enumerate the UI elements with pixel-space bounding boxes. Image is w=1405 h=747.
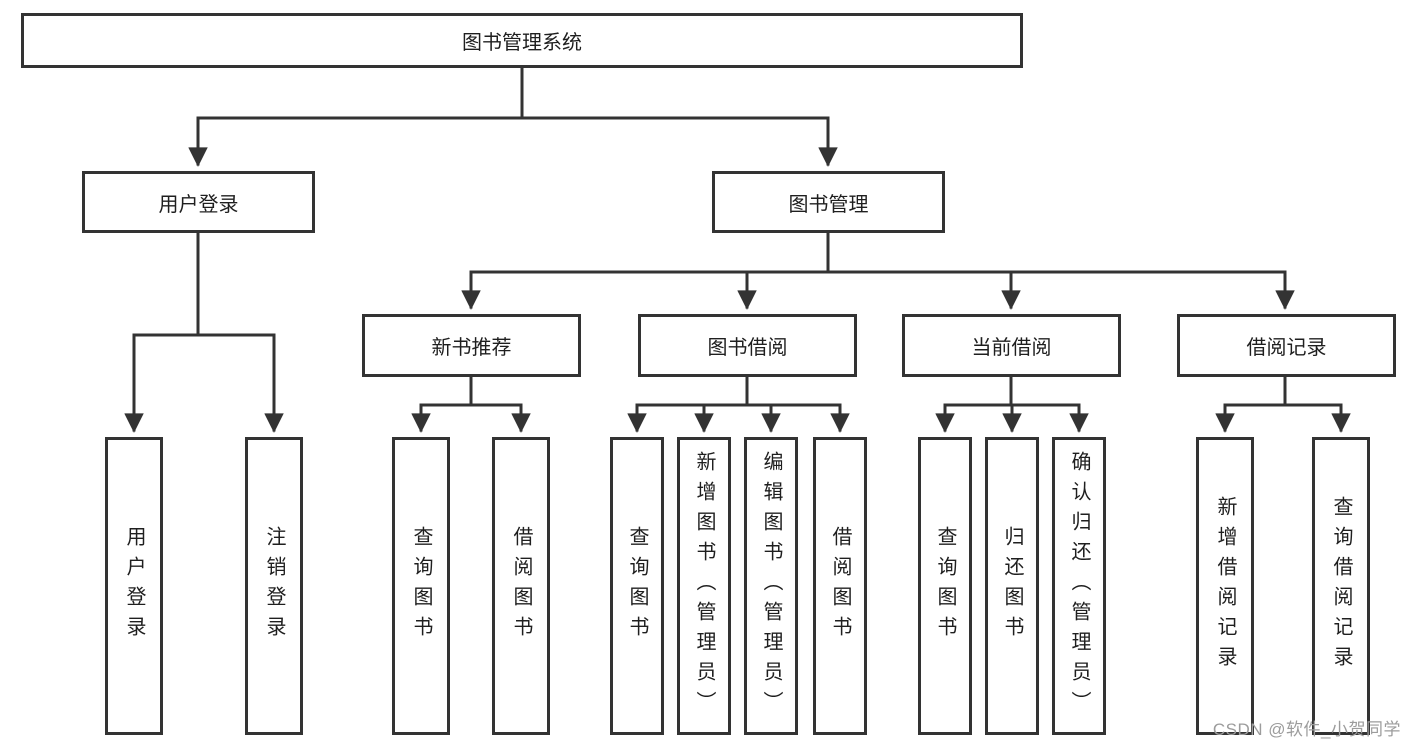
node-book-borrowing: 图书借阅 xyxy=(638,314,857,377)
leaf-borrow-books-recommend: 借阅图书 xyxy=(492,437,550,735)
leaf-query-borrow-record-label: 查询借阅记录 xyxy=(1330,496,1352,676)
connector-user-login-to-leaves xyxy=(124,231,284,433)
connector-current-borrowing-to-leaves xyxy=(935,375,1089,433)
connector-borrowing-records-to-leaves xyxy=(1215,375,1351,433)
leaf-return-books-label: 归还图书 xyxy=(1001,526,1023,646)
leaf-confirm-return-admin: 确认归还（管理员） xyxy=(1052,437,1106,735)
leaf-add-books-admin: 新增图书（管理员） xyxy=(677,437,731,735)
node-library-management-system: 图书管理系统 xyxy=(21,13,1023,68)
leaf-return-books: 归还图书 xyxy=(985,437,1039,735)
leaf-query-books-recommend: 查询图书 xyxy=(392,437,450,735)
connector-book-management-to-level2 xyxy=(461,231,1295,310)
leaf-confirm-return-admin-label: 确认归还（管理员） xyxy=(1068,451,1090,721)
connector-new-book-recommend-to-leaves xyxy=(411,375,531,433)
leaf-user-login: 用户登录 xyxy=(105,437,163,735)
leaf-logout: 注销登录 xyxy=(245,437,303,735)
node-book-borrowing-label: 图书借阅 xyxy=(707,337,788,359)
connector-book-borrowing-to-leaves xyxy=(627,375,850,433)
node-borrowing-records: 借阅记录 xyxy=(1177,314,1396,377)
leaf-add-books-admin-label: 新增图书（管理员） xyxy=(693,451,715,721)
node-book-management: 图书管理 xyxy=(712,171,945,233)
leaf-logout-label: 注销登录 xyxy=(263,526,285,646)
connector-root-to-level1 xyxy=(188,66,838,167)
leaf-edit-books-admin-label: 编辑图书（管理员） xyxy=(760,451,782,721)
node-user-login-label: 用户登录 xyxy=(158,193,239,216)
node-current-borrowing: 当前借阅 xyxy=(902,314,1121,377)
leaf-query-books-borrowing: 查询图书 xyxy=(610,437,664,735)
node-new-book-recommend: 新书推荐 xyxy=(362,314,581,377)
leaf-query-borrow-record: 查询借阅记录 xyxy=(1312,437,1370,735)
node-current-borrowing-label: 当前借阅 xyxy=(971,337,1052,359)
leaf-query-books-recommend-label: 查询图书 xyxy=(410,526,432,646)
leaf-query-books-borrowing-label: 查询图书 xyxy=(626,526,648,646)
leaf-edit-books-admin: 编辑图书（管理员） xyxy=(744,437,798,735)
node-library-management-system-label: 图书管理系统 xyxy=(462,32,582,54)
leaf-borrow-books-borrowing: 借阅图书 xyxy=(813,437,867,735)
watermark-text: CSDN @软件_小贺同学 xyxy=(1212,720,1401,739)
leaf-query-books-current: 查询图书 xyxy=(918,437,972,735)
leaf-add-borrow-record: 新增借阅记录 xyxy=(1196,437,1254,735)
node-new-book-recommend-label: 新书推荐 xyxy=(431,337,512,359)
leaf-add-borrow-record-label: 新增借阅记录 xyxy=(1214,496,1236,676)
leaf-user-login-label: 用户登录 xyxy=(123,526,145,646)
node-borrowing-records-label: 借阅记录 xyxy=(1246,337,1327,359)
node-book-management-label: 图书管理 xyxy=(788,193,869,216)
leaf-query-books-current-label: 查询图书 xyxy=(934,526,956,646)
leaf-borrow-books-borrowing-label: 借阅图书 xyxy=(829,526,851,646)
node-user-login: 用户登录 xyxy=(82,171,315,233)
leaf-borrow-books-recommend-label: 借阅图书 xyxy=(510,526,532,646)
